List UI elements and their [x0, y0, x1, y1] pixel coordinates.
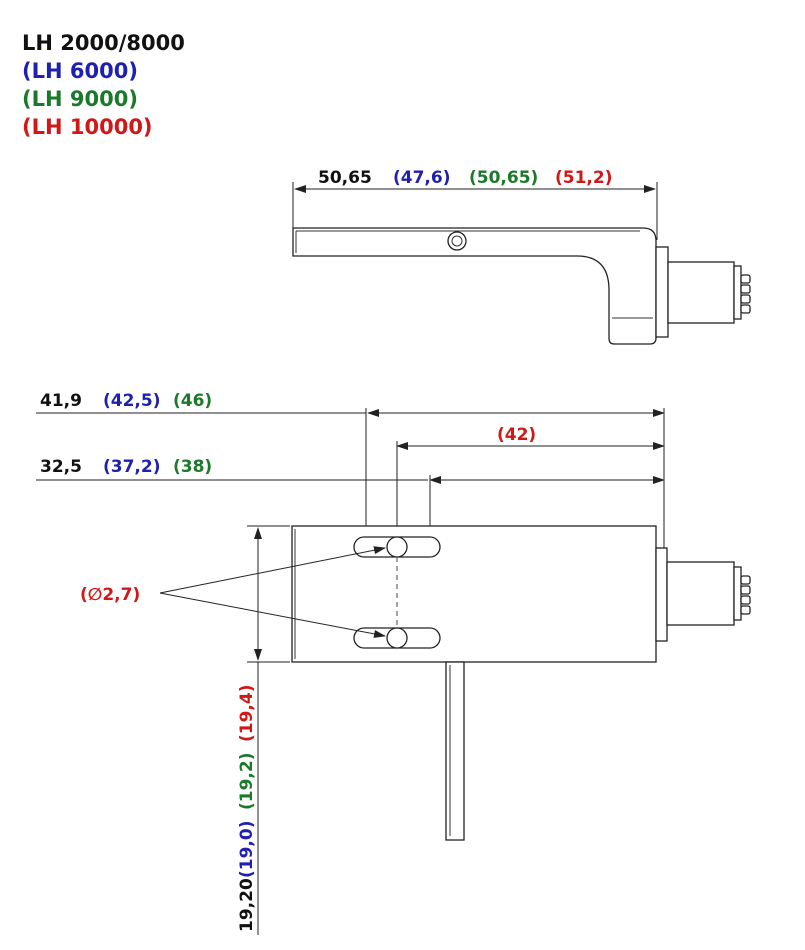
mount-hole-top [386, 536, 408, 558]
legend-lh6000: (LH 6000) [22, 59, 138, 83]
dim-vertical-base: 19,20 [237, 878, 257, 932]
dim-vertical-lh10000: (19,4) [237, 685, 257, 742]
hole-diameter-label: (∅2,7) [80, 585, 140, 605]
mount-hole-inner [451, 235, 463, 247]
connector-pins-plan [740, 575, 751, 615]
dim-vertical-text: 19,20 (19,0) (19,2) (19,4) [237, 685, 257, 932]
connector-housing [667, 261, 735, 324]
headshell-body-profile [292, 227, 657, 345]
dim-length-lh9000: (50,65) [469, 168, 538, 188]
dim-outer-text: 41,9 (42,5) (46) [40, 391, 212, 411]
connector-cap [733, 265, 742, 320]
dim-lh10000-text: (42) [497, 425, 536, 445]
connector-flange [655, 246, 669, 338]
connector-flange-plan [655, 547, 668, 642]
connector-cap-plan [733, 566, 742, 621]
dim-inner-text: 32,5 (37,2) (38) [40, 457, 212, 477]
leader-hole-top [159, 546, 386, 594]
dim-outer-lh9000: (46) [173, 391, 212, 411]
legend: LH 2000/8000 (LH 6000) (LH 9000) (LH 100… [22, 31, 185, 139]
headshell-body-plan [291, 525, 657, 663]
legend-lh2000-8000: LH 2000/8000 [22, 31, 185, 55]
finger-lift [445, 661, 465, 841]
dim-length-lh6000: (47,6) [393, 168, 450, 188]
dim-vertical-lh9000: (19,2) [237, 753, 257, 810]
plan-view: 41,9 (42,5) (46) (42) 32,5 (37,2) (38) [36, 391, 751, 935]
side-view: 50,65 (47,6) (50,65) (51,2) [292, 168, 751, 345]
dim-inner-lh6000: (37,2) [103, 457, 160, 477]
dim-outer-lh6000: (42,5) [103, 391, 160, 411]
dim-inner-lh9000: (38) [173, 457, 212, 477]
connector-housing-plan [666, 561, 735, 626]
legend-lh9000: (LH 9000) [22, 87, 138, 111]
dim-length-text: 50,65 (47,6) (50,65) (51,2) [318, 168, 612, 188]
legend-lh10000: (LH 10000) [22, 115, 153, 139]
mount-hole-bottom [386, 627, 408, 649]
mount-hole-outer [447, 231, 467, 251]
dim-inner-base: 32,5 [40, 457, 82, 477]
dim-length-base: 50,65 [318, 168, 372, 188]
leader-hole-bottom [159, 592, 386, 638]
dim-outer-base: 41,9 [40, 391, 82, 411]
dim-vertical-lh6000: (19,0) [237, 821, 257, 878]
dim-length-lh10000: (51,2) [555, 168, 612, 188]
connector-pins-top [740, 274, 751, 314]
